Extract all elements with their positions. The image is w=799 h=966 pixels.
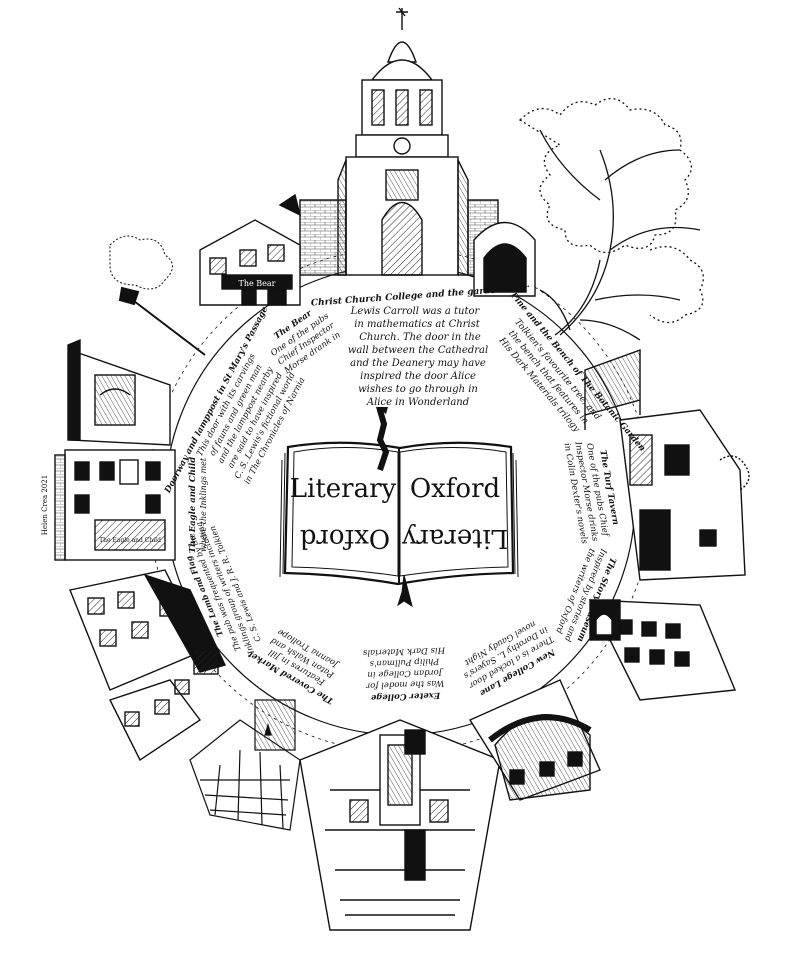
svg-text:in mathematics at Christ: in mathematics at Christ	[354, 319, 481, 330]
svg-text:wishes to go through in: wishes to go through in	[358, 384, 478, 395]
svg-text:where the Inklings met: where the Inklings met	[199, 457, 208, 552]
annotation-covered-market: The Covered Market Features in Jill Pato…	[246, 626, 341, 705]
svg-text:and the Deanery may have: and the Deanery may have	[350, 358, 486, 369]
svg-text:Philip Pullman's: Philip Pullman's	[369, 656, 440, 668]
book-right-word: Oxford	[410, 474, 500, 504]
svg-text:Jordan College in: Jordan College in	[367, 667, 444, 680]
artist-signature: Helen Crea 2021	[41, 475, 49, 535]
bookmark-ribbon	[376, 409, 390, 471]
svg-text:Lewis Carroll was a tutor: Lewis Carroll was a tutor	[350, 306, 481, 317]
black-pine-tree	[518, 98, 704, 341]
svg-text:Church. The door in the: Church. The door in the	[359, 332, 481, 343]
botanic-garden-bench	[584, 349, 641, 430]
eagle-and-child-pub	[54, 449, 176, 561]
lamb-and-flag-pub	[69, 569, 226, 691]
open-book	[279, 407, 519, 608]
turf-tavern	[619, 409, 750, 581]
annotation-christ-church: Christ Church College and the garden doo…	[311, 283, 531, 408]
annotation-eagle-and-child: The Eagle and Child where the Inklings m…	[188, 457, 208, 553]
eagle-child-sign-text: The Eagle and Child	[99, 537, 161, 544]
book-right-word-mirrored: Literary	[401, 523, 508, 553]
svg-text:Exeter College: Exeter College	[370, 690, 441, 702]
bear-sign-text: The Bear	[239, 279, 276, 288]
svg-text:wall between the Cathedral: wall between the Cathedral	[348, 345, 488, 356]
st-marys-passage-door	[67, 338, 171, 446]
svg-text:The Eagle and Child: The Eagle and Child	[188, 457, 198, 553]
book-left-word: Literary	[290, 474, 397, 504]
narnia-lamppost	[109, 235, 206, 356]
exeter-college	[299, 719, 501, 931]
lower-left-house	[109, 679, 202, 762]
annotation-the-bear: The Bear One of the pubs Chief Inspector…	[269, 308, 342, 376]
svg-text:inspired the door Alice: inspired the door Alice	[360, 371, 476, 382]
new-college-lane	[468, 679, 601, 801]
story-museum-building	[588, 599, 737, 701]
the-bear-pub	[199, 193, 302, 306]
book-left-word-mirrored: Oxford	[300, 523, 390, 553]
covered-market	[189, 699, 301, 831]
christ-church-tom-tower	[299, 7, 499, 276]
svg-text:Was the model for: Was the model for	[365, 678, 444, 691]
svg-text:His Dark Materials: His Dark Materials	[362, 645, 446, 658]
svg-text:Alice in Wonderland: Alice in Wonderland	[366, 397, 469, 408]
annotation-exeter-college: Exeter College Was the model for Jordan …	[362, 645, 446, 703]
garden-door	[473, 221, 536, 297]
annotation-turf-tavern: The Turf Tavern One of the pubs Chief In…	[562, 440, 621, 545]
